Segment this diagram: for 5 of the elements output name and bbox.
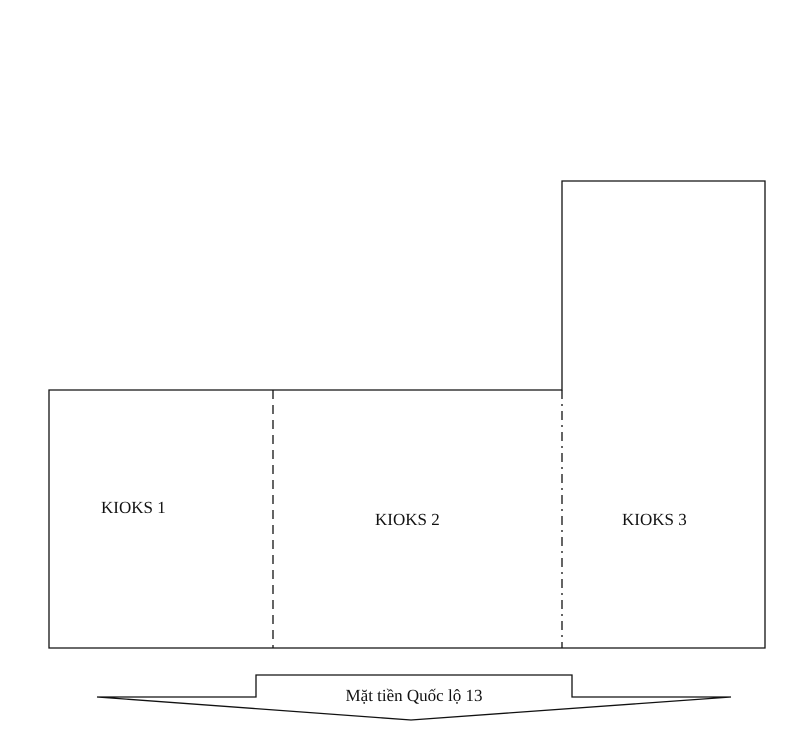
kiosk-label: KIOKS 1 [101, 498, 166, 518]
kiosk-label: KIOKS 2 [375, 510, 440, 530]
road-frontage-label: Mặt tiền Quốc lộ 13 [344, 686, 484, 706]
kiosk-label: KIOKS 3 [622, 510, 687, 530]
frontage-arrow [96, 674, 732, 722]
